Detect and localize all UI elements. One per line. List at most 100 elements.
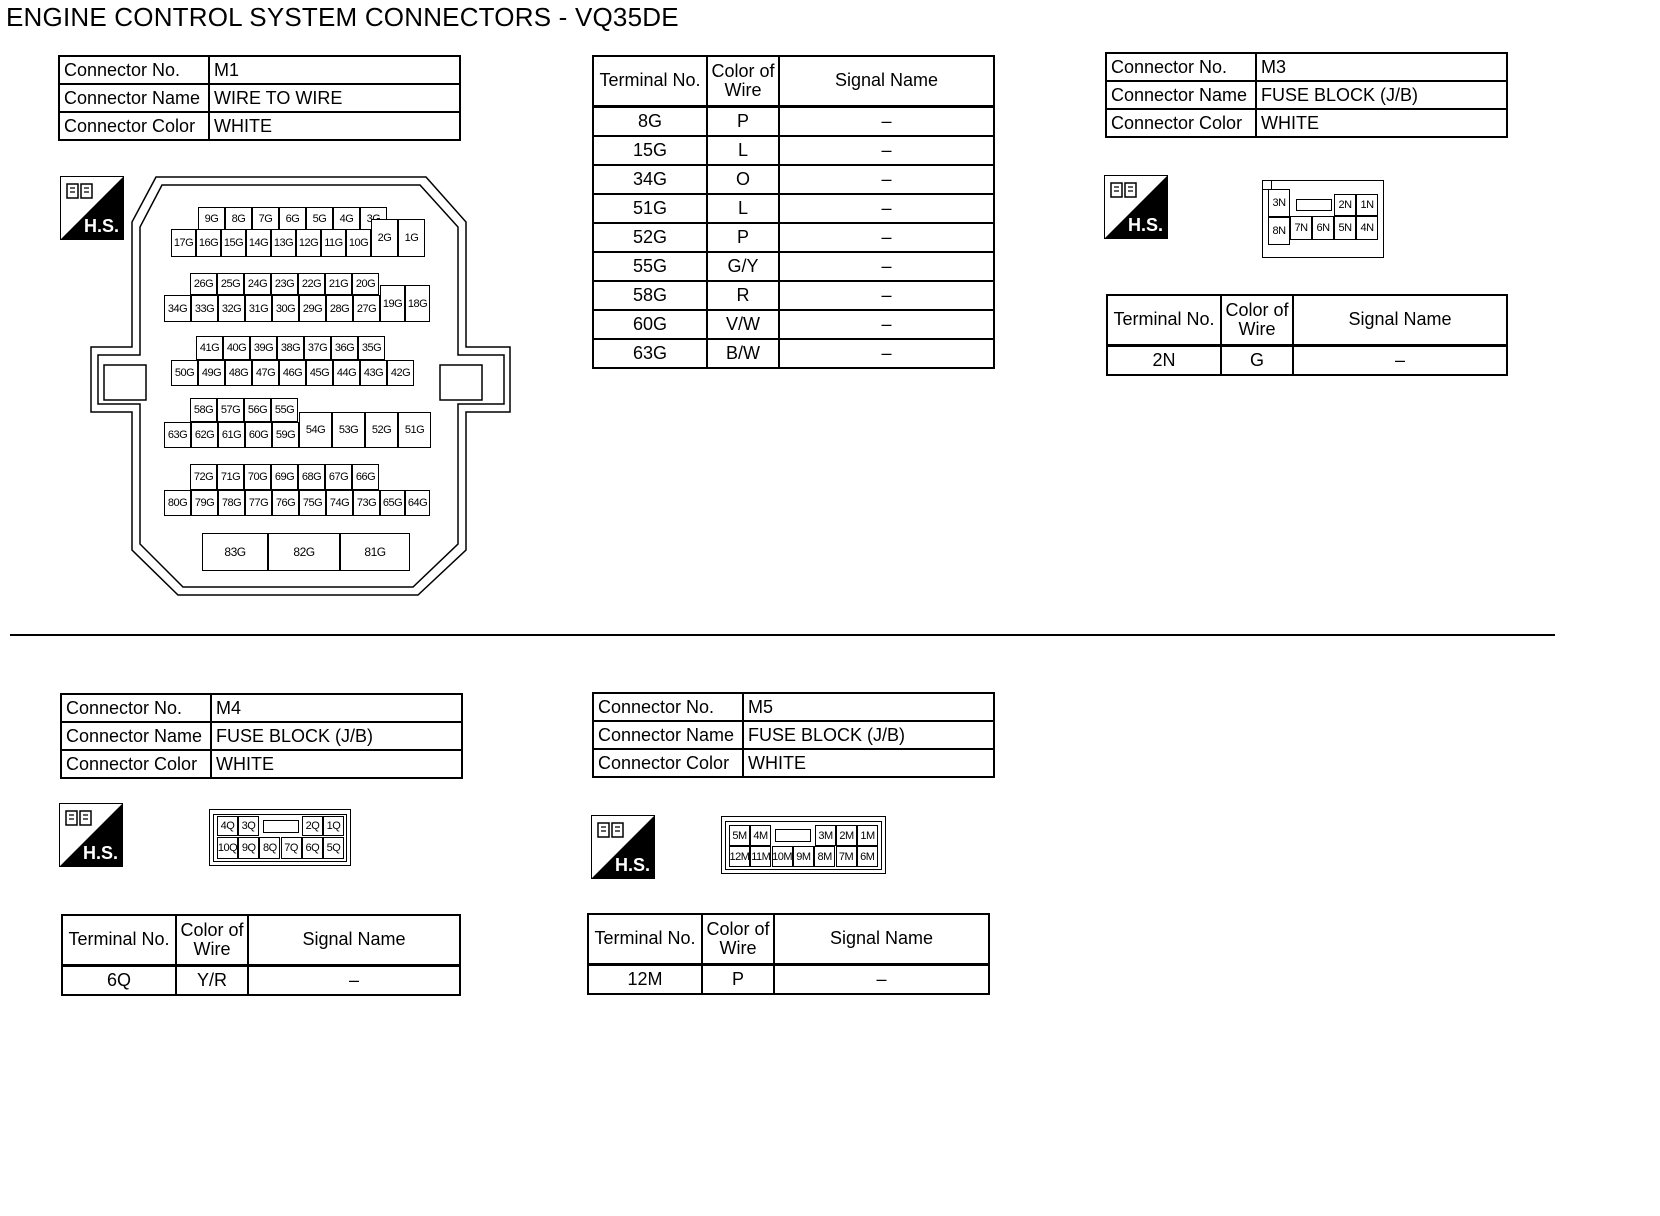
- signal-name-cell: –: [247, 964, 461, 996]
- terminal-cell: 51G: [592, 192, 708, 224]
- wire-color-cell: Y/R: [175, 964, 249, 996]
- terminal-pin: 9Q: [238, 837, 260, 859]
- terminal-pin: 10Q: [217, 837, 238, 859]
- terminal-pin: 62G: [191, 422, 218, 448]
- terminal-cell: 60G: [592, 308, 708, 340]
- terminal-pin: 41G: [196, 336, 223, 360]
- connector-color-value: WHITE: [1255, 108, 1508, 138]
- terminal-pin: 56G: [244, 398, 271, 422]
- terminal-pin: 72G: [190, 464, 217, 490]
- signal-name-cell: –: [778, 250, 995, 282]
- connector-color-value: WHITE: [742, 748, 995, 778]
- terminal-pin: 78G: [218, 490, 245, 516]
- signal-name-cell: –: [773, 963, 990, 995]
- signal-name-cell: –: [778, 163, 995, 195]
- terminal-pin: 50G: [171, 360, 198, 386]
- terminal-pin: 53G: [332, 412, 365, 448]
- terminal-cell: 8G: [592, 105, 708, 137]
- terminal-pin: 23G: [271, 273, 298, 295]
- terminal-pin: 75G: [299, 490, 326, 516]
- terminal-pin: 5Q: [323, 837, 344, 859]
- terminal-pin: 26G: [190, 273, 217, 295]
- terminal-pin: 74G: [326, 490, 353, 516]
- terminal-pin: 34G: [164, 295, 191, 322]
- color-of-wire-header: Color of Wire: [1220, 294, 1294, 347]
- connector-no-label: Connector No.: [58, 55, 210, 85]
- terminal-pin: 24G: [244, 273, 271, 295]
- terminal-pin: 2Q: [302, 816, 323, 836]
- terminal-pin: 25G: [217, 273, 244, 295]
- terminal-pin: 16G: [196, 229, 221, 257]
- color-of-wire-header: Color of Wire: [706, 55, 780, 108]
- terminal-pin: 1G: [398, 219, 425, 257]
- connector-lock-slot: [1296, 199, 1332, 211]
- terminal-pin: 82G: [268, 533, 340, 571]
- terminal-pin: 63G: [164, 422, 191, 448]
- terminal-pin: 68G: [298, 464, 325, 490]
- terminal-pin: 35G: [358, 336, 385, 360]
- terminal-pin: 9M: [792, 846, 814, 867]
- terminal-pin: 48G: [225, 360, 252, 386]
- hs-badge-icon: H.S.: [60, 176, 124, 240]
- terminal-pin: 29G: [299, 295, 326, 322]
- connector-lock-slot: [263, 820, 299, 833]
- wire-color-cell: P: [706, 105, 780, 137]
- terminal-no-header: Terminal No.: [587, 913, 703, 966]
- terminal-cell: 15G: [592, 134, 708, 166]
- terminal-cell: 12M: [587, 963, 703, 995]
- terminal-no-header: Terminal No.: [61, 914, 177, 967]
- connector-glyph-icon: [66, 183, 93, 199]
- terminal-no-header: Terminal No.: [1106, 294, 1222, 347]
- terminal-pin: 32G: [218, 295, 245, 322]
- terminal-pin: 45G: [306, 360, 333, 386]
- terminal-pin: 10G: [346, 229, 371, 257]
- signal-name-cell: –: [778, 192, 995, 224]
- connector-color-value: WHITE: [208, 111, 461, 141]
- signal-name-cell: –: [778, 221, 995, 253]
- connector-glyph-icon: [65, 810, 92, 826]
- signal-name-cell: –: [778, 105, 995, 137]
- terminal-pin: 13G: [271, 229, 296, 257]
- hs-label: H.S.: [82, 843, 118, 863]
- terminal-pin: 4N: [1356, 216, 1378, 240]
- terminal-pin: 2M: [836, 825, 857, 846]
- terminal-cell: 6Q: [61, 964, 177, 996]
- terminal-pin: 69G: [271, 464, 298, 490]
- section-divider: [10, 634, 1555, 636]
- terminal-pin: 6M: [856, 846, 878, 867]
- wire-color-cell: L: [706, 192, 780, 224]
- terminal-pin: 31G: [245, 295, 272, 322]
- terminal-pin: 55G: [271, 398, 298, 422]
- terminal-pin: 20G: [352, 273, 379, 295]
- hs-badge-icon: H.S.: [1104, 175, 1168, 239]
- terminal-pin: 17G: [171, 229, 196, 257]
- wire-color-cell: O: [706, 163, 780, 195]
- terminal-pin: 66G: [352, 464, 379, 490]
- terminal-pin: 4Q: [217, 816, 238, 836]
- terminal-pin: 8Q: [259, 837, 281, 859]
- signal-name-header: Signal Name: [1292, 294, 1508, 347]
- terminal-pin: 27G: [353, 295, 380, 322]
- connector-no-label: Connector No.: [60, 693, 212, 723]
- connector-name-value: FUSE BLOCK (J/B): [210, 721, 463, 751]
- terminal-pin: 46G: [279, 360, 306, 386]
- m1-signal-table: Terminal No. Color of Wire Signal Name 8…: [592, 55, 995, 369]
- terminal-pin: 73G: [353, 490, 380, 516]
- terminal-no-header: Terminal No.: [592, 55, 708, 108]
- terminal-pin: 5M: [729, 825, 750, 846]
- terminal-pin: 21G: [325, 273, 352, 295]
- terminal-pin: 80G: [164, 490, 191, 516]
- wire-color-cell: L: [706, 134, 780, 166]
- wire-color-cell: P: [701, 963, 775, 995]
- connector-no-value: M3: [1255, 52, 1508, 82]
- terminal-pin: 11G: [321, 229, 346, 257]
- terminal-pin: 42G: [387, 360, 414, 386]
